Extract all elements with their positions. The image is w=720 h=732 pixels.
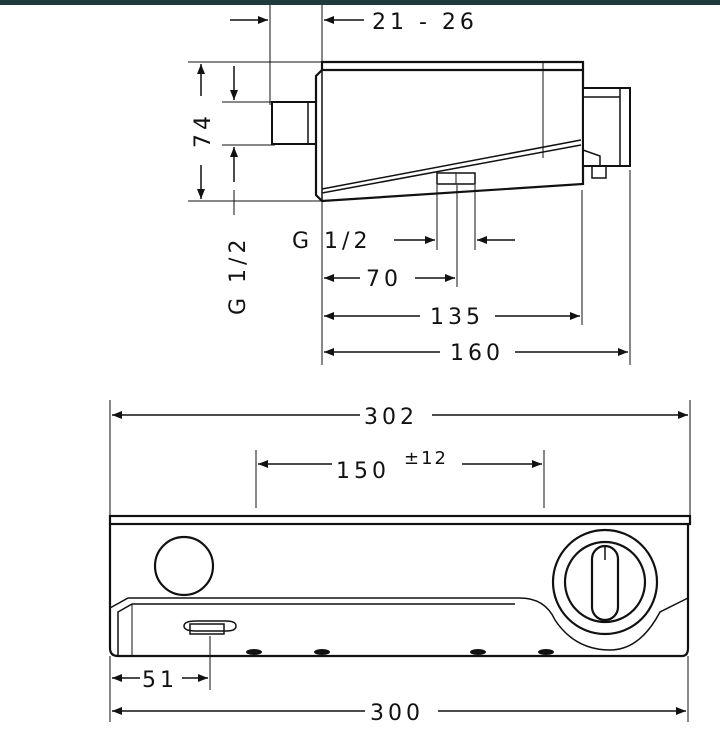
- dim-inlet-spacing: 150: [336, 459, 390, 484]
- dim-outlet-thread: G 1/2: [292, 229, 371, 254]
- dim-outlet-offset-front: 51: [142, 668, 178, 693]
- side-view: 21 - 26 74 G 1/2 G 1/2 70 135 160: [188, 5, 631, 366]
- dim-outlet-offset: 70: [366, 267, 402, 292]
- dim-shelf-width: 302: [364, 405, 418, 430]
- top-bar: [0, 0, 720, 5]
- dim-body-depth: 135: [430, 305, 484, 330]
- dim-inlet-thread: G 1/2: [226, 236, 251, 315]
- front-view: 302 150 ±12 51 300: [108, 400, 692, 726]
- dim-body-width: 300: [370, 701, 424, 726]
- dim-projection: 21 - 26: [372, 10, 478, 35]
- dim-inlet-tolerance: ±12: [404, 448, 448, 469]
- dim-total-depth: 160: [450, 341, 504, 366]
- dim-height: 74: [191, 112, 216, 148]
